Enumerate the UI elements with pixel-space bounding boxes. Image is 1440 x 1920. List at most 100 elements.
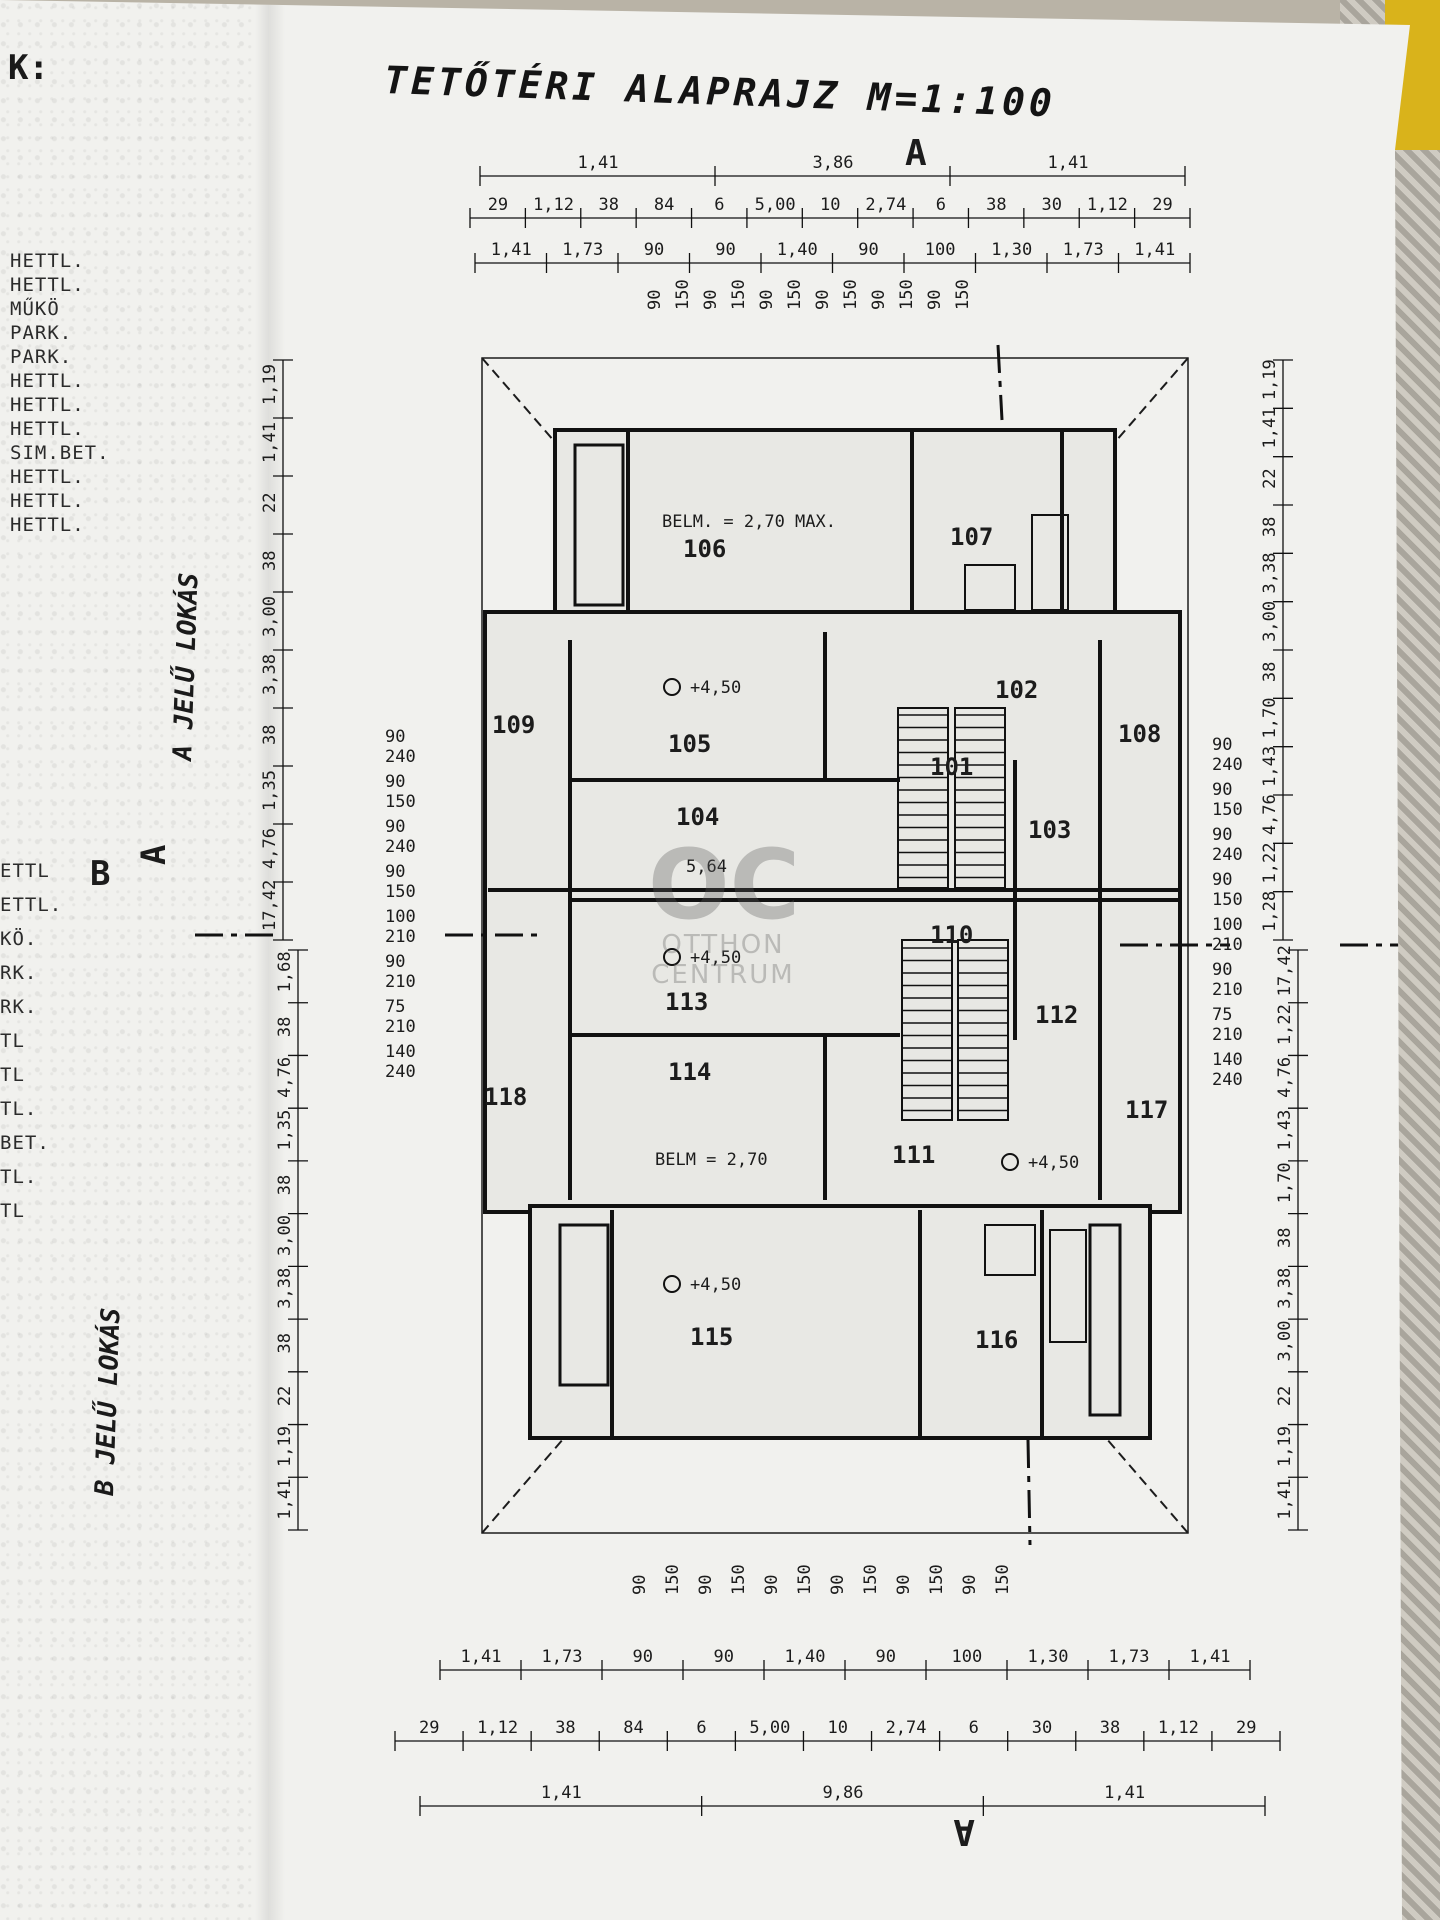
bathtub-upper [1031,514,1069,611]
door-dim-height: 150 [385,792,416,812]
dim-left-outer: 1,41 [275,1479,295,1520]
dim-top-2: 38 [598,195,618,215]
legend-item: SIM.BET. [10,442,110,464]
room-111: 111 [892,1141,935,1169]
legend-item: KÖ. [0,928,38,950]
room-107: 107 [950,523,993,551]
dim-left-outer: 3,38 [275,1268,295,1309]
dim-left-inner: 38 [260,551,280,571]
door-dim-height: 210 [385,972,416,992]
legend-item: HETTL. [10,490,85,512]
dim-left-inner: 22 [260,493,280,513]
room-106: 106 [683,535,726,563]
dim-bottom-1: 1,40 [785,1647,826,1667]
window-dim-top: 150 [729,279,749,310]
dim-left-inner: 1,41 [260,422,280,463]
door-dim-height: 210 [385,927,416,947]
room-115: 115 [690,1323,733,1351]
legend-item: HETTL. [10,466,85,488]
door-dim-width: 100 [1212,915,1243,935]
dim-bottom-2: 38 [1100,1718,1120,1738]
legend-item: MŰKÖ [10,298,60,320]
dim-left-outer: 38 [275,1017,295,1037]
dim-left-outer: 22 [275,1386,295,1406]
legend-item: RK. [0,962,38,984]
window-dim-top: 90 [813,290,833,310]
watermark: OC OTTHON CENTRUM [648,837,800,990]
wardrobe-lower-left [558,1223,610,1387]
door-dim-width: 100 [385,907,416,927]
window-dim-bottom: 90 [762,1575,782,1595]
paper-fold [255,0,285,1920]
dim-top-2: 84 [654,195,674,215]
dim-bottom-2: 29 [1236,1718,1256,1738]
dim-right-inner: 1,70 [1260,698,1280,739]
door-dim-height: 240 [385,837,416,857]
legend-item: HETTL. [10,514,85,536]
dim-right-outer: 1,22 [1275,1004,1295,1045]
door-dim-height: 150 [385,882,416,902]
dim-left-inner: 1,19 [260,364,280,405]
dim-bottom-2: 2,74 [886,1718,927,1738]
staircase-lower [901,939,1009,1121]
dim-right-outer: 1,41 [1275,1479,1295,1520]
dim-right-outer: 3,00 [1275,1321,1295,1362]
window-dim-bottom: 90 [828,1575,848,1595]
room-101: 101 [930,753,973,781]
dim-bottom-2: 10 [828,1718,848,1738]
level-111: +4,50 [1028,1153,1079,1173]
room-117: 117 [1125,1096,1168,1124]
dim-bottom-3: 1,41 [1104,1783,1145,1803]
dim-bottom-2: 30 [1032,1718,1052,1738]
dim-top-2: 6 [714,195,724,215]
dim-bottom-2: 29 [419,1718,439,1738]
dim-bottom-1: 1,30 [1028,1647,1069,1667]
door-dim-width: 75 [385,997,405,1017]
window-dim-top: 150 [841,279,861,310]
level-marker-icon [1001,1153,1019,1171]
window-dim-bottom: 90 [960,1575,980,1595]
door-dim-width: 140 [1212,1050,1243,1070]
door-dim-width: 90 [1212,735,1232,755]
legend-strip [0,0,255,1920]
dim-left-outer: 38 [275,1333,295,1353]
dim-right-inner: 1,41 [1260,408,1280,449]
section-line-a [1026,1439,1032,1546]
room-109: 109 [492,711,535,739]
dim-right-outer: 3,38 [1275,1268,1295,1309]
door-dim-height: 210 [1212,1025,1243,1045]
level-marker-icon [663,678,681,696]
shower-upper [964,564,1016,611]
door-dim-width: 140 [385,1042,416,1062]
window-dim-bottom: 150 [861,1564,881,1595]
staircase-upper [897,707,1006,889]
window-dim-top: 90 [925,290,945,310]
legend-item: TL. [0,1098,38,1120]
dim-left-inner: 4,76 [260,828,280,869]
window-dim-bottom: 90 [696,1575,716,1595]
dim-bottom-1: 90 [633,1647,653,1667]
dim-right-outer: 1,19 [1275,1426,1295,1467]
dim-right-outer: 22 [1275,1386,1295,1406]
section-marker-top: A [905,133,927,174]
dim-right-inner: 1,43 [1260,746,1280,787]
door-dim-height: 240 [1212,755,1243,775]
window-dim-top: 90 [869,290,889,310]
dim-bottom-2: 84 [623,1718,643,1738]
window-dim-bottom: 150 [927,1564,947,1595]
door-dim-width: 90 [385,727,405,747]
door-dim-width: 90 [1212,960,1232,980]
window-dim-top: 150 [673,279,693,310]
door-dim-width: 90 [1212,825,1232,845]
dim-left-inner: 3,38 [260,654,280,695]
dim-top-1: 1,41 [1048,153,1089,173]
dim-bottom-3: 9,86 [823,1783,864,1803]
section-line-a [996,344,1004,421]
room-110: 110 [930,921,973,949]
door-dim-width: 90 [385,952,405,972]
door-dim-height: 240 [1212,845,1243,865]
dim-bottom-1: 1,73 [542,1647,583,1667]
dim-right-inner: 4,76 [1260,794,1280,835]
